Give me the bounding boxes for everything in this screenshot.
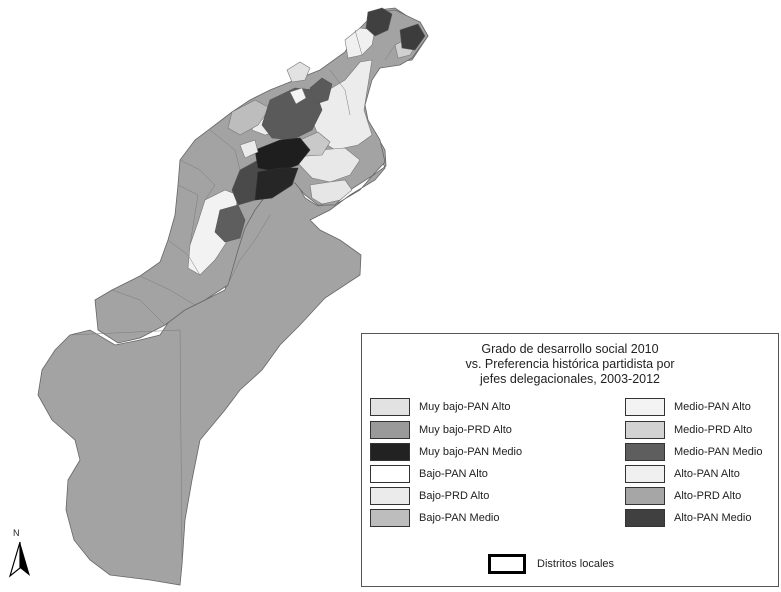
north-arrow-icon [8,541,30,578]
legend-title: Grado de desarrollo social 2010 vs. Pref… [362,342,778,387]
legend-item-label: Muy bajo-PAN Alto [419,401,511,413]
legend-item: Medio-PRD Alto [625,420,752,440]
legend-item: Alto-PRD Alto [625,486,741,506]
legend-item-label: Muy bajo-PRD Alto [419,424,512,436]
legend-title-line: Grado de desarrollo social 2010 [481,342,659,356]
map-legend: Grado de desarrollo social 2010 vs. Pref… [361,333,779,587]
district-dark-6 [309,77,333,105]
legend-swatch [625,443,665,461]
legend-swatch [625,487,665,505]
district-dark-3 [214,204,246,243]
district-boundary-label: Distritos locales [537,558,615,570]
legend-swatch [625,465,665,483]
north-arrow-label: N [13,528,20,538]
legend-item: Medio-PAN Alto [625,397,751,417]
legend-swatch [370,509,410,527]
legend-item-label: Medio-PAN Medio [674,446,763,458]
legend-item: Alto-PAN Alto [625,464,740,484]
legend-item-label: Bajo-PAN Medio [419,512,500,524]
district-boundary-swatch [488,554,526,574]
legend-item-label: Alto-PAN Medio [674,512,752,524]
legend-item: Bajo-PAN Medio [370,508,500,528]
district-light-6 [286,61,311,83]
legend-swatch [370,398,410,416]
legend-item: Bajo-PAN Alto [370,464,488,484]
district-light-8 [289,87,307,105]
legend-item-label: Bajo-PAN Alto [419,468,488,480]
district-light-9 [239,139,259,159]
legend-title-line: vs. Preferencia histórica partidista por [465,357,675,371]
district-light-5 [344,27,376,59]
legend-item-label: Alto-PAN Alto [674,468,740,480]
district-light-4 [309,179,353,205]
territory-base [37,7,429,586]
legend-swatch [625,398,665,416]
legend-item: Muy bajo-PAN Alto [370,397,511,417]
district-mid-1 [227,99,271,136]
district-dark-4 [365,7,393,37]
legend-item: Alto-PAN Medio [625,508,751,528]
legend-item-label: Medio-PAN Alto [674,401,751,413]
legend-swatch [370,487,410,505]
district-darkest-2 [254,167,299,201]
legend-item-label: Alto-PRD Alto [674,490,742,502]
legend-item: Muy bajo-PRD Alto [370,420,512,440]
legend-title-line: jefes delegacionales, 2003-2012 [480,372,660,386]
legend-item-label: Bajo-PRD Alto [419,490,490,502]
district-dark-5 [399,23,426,51]
district-boundaries [69,29,396,561]
legend-swatch [370,421,410,439]
legend-swatch [625,421,665,439]
legend-item-label: Muy bajo-PAN Medio [419,446,523,458]
legend-item: Bajo-PRD Alto [370,486,489,506]
legend-item: Medio-PAN Medio [625,442,762,462]
legend-swatch [370,443,410,461]
legend-item: Muy bajo-PAN Medio [370,442,522,462]
legend-swatch [625,509,665,527]
legend-item-label: Medio-PRD Alto [674,424,753,436]
district-darkest-1 [254,137,311,173]
legend-swatch [370,465,410,483]
